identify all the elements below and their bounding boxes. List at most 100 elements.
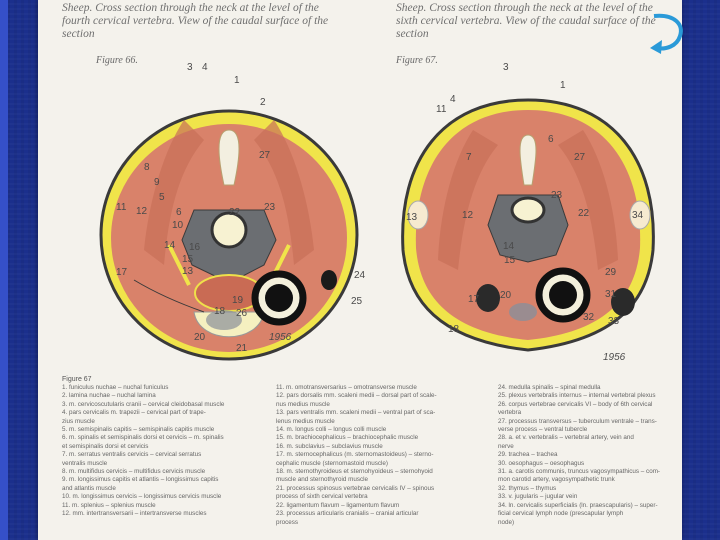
legend-entry: 3. m. cervicoscutularis cranii – cervica… [62, 401, 280, 409]
label-1: 1 [560, 80, 566, 91]
legend-entry: 24. medulla spinalis – spinal medulla [498, 384, 678, 392]
label-16: 16 [189, 242, 201, 253]
label-6: 6 [176, 207, 182, 218]
legend-entry: nerve [498, 443, 678, 451]
jugular-vein [321, 270, 337, 290]
legend-entry: zius muscle [62, 418, 280, 426]
label-22: 22 [578, 208, 590, 219]
legend-entry: muscle and sternothyroid muscle [276, 476, 498, 484]
legend-entry: 15. m. brachiocephalicus – brachiocephal… [276, 434, 498, 442]
label-3: 3 [187, 62, 193, 73]
legend-entry: et semispinalis dorsi et cervicis [62, 443, 280, 451]
figure-67-caption: Sheep. Cross section through the neck at… [396, 2, 656, 41]
label-14: 14 [503, 241, 515, 252]
legend-title: Figure 67 [62, 376, 92, 383]
legend-entry: and atlantis muscle [62, 485, 280, 493]
label-15: 15 [182, 254, 194, 265]
label-20: 20 [194, 332, 206, 343]
jugular-vein-left [476, 284, 500, 312]
legend-entry: 1. funiculus nuchae – nuchal funiculus [62, 384, 280, 392]
spinal-medulla [212, 213, 246, 247]
legend-entry: 23. processus articularis cranialis – cr… [276, 510, 498, 518]
label-27: 27 [259, 150, 271, 161]
legend-entry: 11. m. splenius – splenius muscle [62, 502, 280, 510]
label-6: 6 [548, 134, 554, 145]
label-31: 31 [605, 289, 617, 300]
legend-entry: mon carotid artery, vagosympathetic trun… [498, 476, 678, 484]
legend-entry: 32. thymus – thymus [498, 485, 678, 493]
legend-entry: verse process – ventral tubercle [498, 426, 678, 434]
label-1: 1 [234, 75, 240, 86]
legend-entry: 4. pars cervicalis m. trapezii – cervica… [62, 409, 280, 417]
label-17: 17 [116, 267, 128, 278]
label-18: 18 [448, 324, 460, 335]
legend-entry: 17. m. sternocephalicus (m. sternomastoi… [276, 451, 498, 459]
legend-entry: ventralis muscle [62, 460, 280, 468]
legend-entry: 8. m. multifidus cervicis – multifidus c… [62, 468, 280, 476]
legend-entry: cephalic muscle (sternomastoid muscle) [276, 460, 498, 468]
legend-entry: 13. pars ventralis mm. scaleni medii – v… [276, 409, 498, 417]
legend-entry: vertebra [498, 409, 678, 417]
nuchal-funiculus [520, 135, 536, 185]
signature-66: 1956 [269, 332, 292, 343]
legend-entry: 31. a. carotis communis, truncus vagosym… [498, 468, 678, 476]
legend-entry: 26. corpus vertebrae cervicalis VI – bod… [498, 401, 678, 409]
legend-entry: 29. trachea – trachea [498, 451, 678, 459]
legend-entry: 9. m. longissimus capitis et atlantis – … [62, 476, 280, 484]
figure-66-caption: Sheep. Cross section through the neck at… [62, 2, 342, 41]
legend-entry: 7. m. serratus ventralis cervicis – cerv… [62, 451, 280, 459]
label-23: 23 [264, 202, 276, 213]
legend-entry: 12. pars dorsalis mm. scaleni medii – do… [276, 392, 498, 400]
nuchal-funiculus [219, 130, 239, 185]
legend-entry: 14. m. longus colli – longus colli muscl… [276, 426, 498, 434]
label-5: 5 [159, 192, 165, 203]
legend-entry: nus medius muscle [276, 401, 498, 409]
return-arrow-icon[interactable] [644, 10, 688, 56]
label-11: 11 [436, 104, 447, 115]
label-13: 13 [182, 266, 194, 277]
label-9: 9 [154, 177, 160, 188]
label-32: 32 [583, 312, 595, 323]
legend-entry: process [276, 519, 498, 527]
label-34: 34 [632, 210, 644, 221]
legend-entry: 34. ln. cervicalis superficialis (ln. pr… [498, 502, 678, 510]
atlas-page: Sheep. Cross section through the neck at… [38, 0, 682, 540]
trachea-lumen [265, 284, 293, 312]
signature-67: 1956 [603, 352, 626, 363]
slide-edge-band [0, 0, 8, 540]
label-22: 22 [229, 207, 241, 218]
legend-entry: 5. m. semispinalis capitis – semispinali… [62, 426, 280, 434]
label-14: 14 [164, 240, 176, 251]
label-24: 24 [354, 270, 366, 281]
label-8: 8 [144, 162, 150, 173]
legend-entry: ficial cervical lymph node (prescapular … [498, 510, 678, 518]
label-10: 10 [172, 220, 184, 231]
legend-entry: 10. m. longissimus cervicis – longissimu… [62, 493, 280, 501]
label-13: 13 [406, 212, 418, 223]
figure-66-cross-section: 3 4 1 2 27 8 9 5 6 22 23 11 12 10 16 14 … [64, 50, 384, 370]
trachea-lumen [549, 281, 577, 309]
legend-entry: 22. ligamentum flavum – ligamentum flavu… [276, 502, 498, 510]
label-27: 27 [574, 152, 586, 163]
label-11: 11 [116, 202, 127, 213]
legend-entry: node) [498, 519, 678, 527]
legend-entry: 27. processus transversus – tuberculum v… [498, 418, 678, 426]
label-23: 23 [551, 190, 563, 201]
legend-entry: 2. lamina nuchae – nuchal lamina [62, 392, 280, 400]
label-26: 26 [236, 308, 248, 319]
label-3: 3 [503, 62, 509, 73]
label-7: 7 [466, 152, 472, 163]
legend-entry: process of sixth cervical vertebra [276, 493, 498, 501]
legend-column-2: 11. m. omotransversarius – omotransverse… [276, 384, 498, 527]
legend-entry: 12. mm. intertransversarii – intertransv… [62, 510, 280, 518]
label-17: 17 [468, 294, 480, 305]
label-15: 15 [504, 255, 516, 266]
label-20: 20 [500, 290, 512, 301]
label-12: 12 [136, 206, 148, 217]
legend-entry: 11. m. omotransversarius – omotransverse… [276, 384, 498, 392]
label-18: 18 [214, 306, 226, 317]
legend-entry: lenus medius muscle [276, 418, 498, 426]
legend-entry: 21. processus spinosus vertebrae cervica… [276, 485, 498, 493]
label-19: 19 [232, 295, 244, 306]
